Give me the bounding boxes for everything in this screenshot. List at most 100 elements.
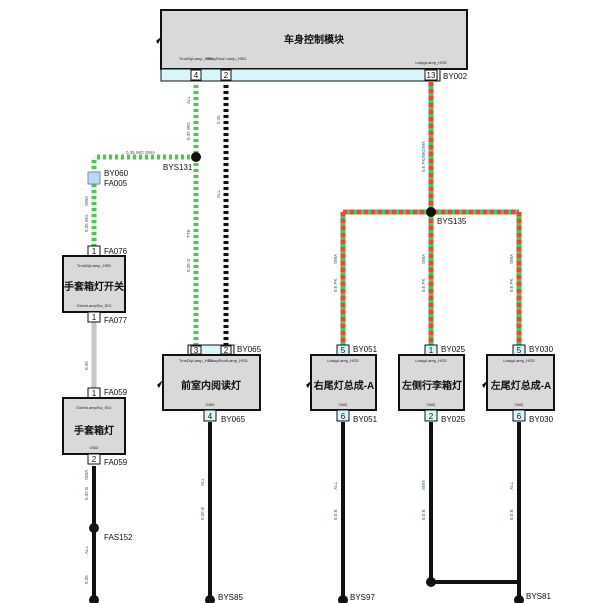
- wire-label-horizontal: 0.35 WG SWA: [126, 150, 155, 155]
- left-tail-top-pin-label: 5: [517, 346, 522, 355]
- module-pin-4-label: 4: [194, 71, 199, 80]
- wire-label-glovebox-lower-sys: ALL: [84, 545, 89, 554]
- trunk-title: 左侧行李箱灯: [401, 379, 462, 392]
- node-bys131: BYS131: [163, 163, 193, 172]
- wire-label-right-tail-in-sys: SWA: [333, 254, 338, 264]
- splice-ground-join: [426, 577, 436, 587]
- glovebox-lamp-bottom-pin: [87, 453, 101, 465]
- glovebox-lamp-top-pin-label: 1: [92, 389, 97, 398]
- module-pin-13: [424, 69, 438, 81]
- glovebox-switch: 1 FA076 TrnsDlyLamp_HSD 手套箱灯开关 GlvbxLamp…: [62, 245, 128, 325]
- module-pin-label-2: CrssyRoof Lamp_HSD: [206, 56, 247, 61]
- wire-label-switch-to-lamp: 0.35: [84, 361, 89, 370]
- module-pin-2-label: 2: [224, 71, 229, 80]
- reading-lamp-bottom-connector: [203, 409, 217, 422]
- wire-label-right-tail-out-sys: ALL: [333, 481, 338, 490]
- glovebox-switch-title: 手套箱灯开关: [64, 280, 124, 293]
- module-pin-2: [220, 69, 232, 81]
- module-connector-label: BY002: [443, 72, 468, 81]
- module-title: 车身控制模块: [284, 33, 345, 46]
- module-pin-4: [190, 69, 202, 81]
- left-tail-break-mark: [482, 380, 488, 388]
- splices: BYS131 BYS135 BY060 FA005 FAS152 BYS85 B…: [87, 152, 551, 603]
- front-reading-lamp: 3 2 BY065 TrnsDlyLamp_HSD CrssyRoofLamp_…: [157, 344, 262, 424]
- reading-lamp-top-conn: BY065: [237, 345, 262, 354]
- glovebox-switch-bottom-pin: [87, 311, 101, 323]
- left-tail-bottom-connector: [512, 409, 526, 422]
- splice-bys131: [191, 152, 201, 162]
- module-pin-label-3: LdspyLamp_HSD: [415, 60, 446, 65]
- right-tail-title: 右尾灯总成-A: [313, 379, 375, 392]
- ground-bys81: [514, 595, 524, 603]
- right-tail-bottom-pin-label: 6: [341, 412, 346, 421]
- glovebox-switch-top-pin-label: 1: [92, 247, 97, 256]
- module-pin-label-1: TrnsDlyLamp_HSD: [179, 56, 213, 61]
- node-fa005: FA005: [104, 179, 128, 188]
- wire-label-pin2-sys: ALL: [216, 189, 221, 198]
- glovebox-switch-top-pin-name: TrnsDlyLamp_HSD: [77, 263, 111, 268]
- right-tail-bottom-conn: BY051: [353, 415, 378, 424]
- splice-bys135: [426, 207, 436, 217]
- node-by060: BY060: [104, 169, 129, 178]
- node-bys135: BYS135: [437, 217, 467, 226]
- wire-label-right-tail-out: 0.5 B: [333, 509, 338, 520]
- reading-lamp-bottom-pin-label: 4: [208, 412, 213, 421]
- right-tail-top-conn: BY051: [353, 345, 378, 354]
- right-tail-box: [310, 354, 377, 411]
- glovebox-lamp-bottom-pin-label: 2: [92, 455, 97, 464]
- glovebox-lamp-title: 手套箱灯: [74, 424, 114, 437]
- left-tail-bottom-pin-label: 6: [517, 412, 522, 421]
- wire-label-left-upper: 0.35 WG: [84, 214, 89, 232]
- ground-glovebox: [89, 595, 99, 603]
- right-tail-top-pin-name: LdspyLamp_HSD: [327, 358, 358, 363]
- reading-lamp-title: 前室内阅读灯: [181, 379, 241, 392]
- wire-label-glovebox-out-sys: SWA: [84, 470, 89, 480]
- wire-label-left-tail-in-sys: SWA: [509, 254, 514, 264]
- node-bys85: BYS85: [218, 593, 243, 602]
- wire-label-reading-in: 0.35 G: [186, 258, 191, 272]
- wire-label-trunk-in: 0.5 PK: [421, 278, 426, 292]
- wire-label-glovebox-lower: 0.35: [84, 575, 89, 584]
- wire-label-pin4-sys: ALL: [186, 95, 191, 104]
- node-bys81: BYS81: [526, 592, 551, 601]
- node-bys97: BYS97: [350, 593, 375, 602]
- wire-label-reading-out-sys: ALL: [200, 477, 205, 486]
- node-fas152: FAS152: [104, 533, 133, 542]
- glovebox-lamp-box: [62, 397, 126, 455]
- wires: [91, 82, 522, 603]
- trunk-top-pin-name: LdspyLamp_HSD: [415, 358, 446, 363]
- ground-bys97: [338, 595, 348, 603]
- left-tail-title: 左尾灯总成-A: [490, 379, 552, 392]
- reading-lamp-bottom-pin-name: GND: [206, 402, 215, 407]
- glovebox-lamp: 1 FA059 GlvbxLampSw_SIG 手套箱灯 GND 2 FA059: [62, 387, 128, 467]
- reading-lamp-pin-3-label: 3: [194, 346, 199, 355]
- wire-label-glovebox-out: 0.35 B: [84, 487, 89, 500]
- glovebox-switch-bottom-pin-label: 1: [92, 313, 97, 322]
- wire-label-pin2: 0.35: [216, 115, 221, 124]
- glovebox-switch-bottom-conn: FA077: [104, 316, 128, 325]
- wire-label-trunk-out: 0.5 B: [421, 509, 426, 520]
- reading-lamp-top-pin-name-1: TrnsDlyLamp_HSD: [179, 358, 213, 363]
- reading-lamp-box: [162, 354, 261, 411]
- right-tail-top-pin-label: 5: [341, 346, 346, 355]
- reading-lamp-bottom-conn: BY065: [221, 415, 246, 424]
- wire-label-right-tail-in: 0.5 PK: [333, 278, 338, 292]
- reading-lamp-pin-2-label: 2: [224, 346, 229, 355]
- reading-lamp-top-pin-name-2: CrssyRoofLamp_HSD: [208, 358, 247, 363]
- inline-connector-by060: [87, 171, 101, 185]
- wire-label-reading-out: 0.35 B: [200, 507, 205, 520]
- left-tail-lamp: 5 BY030 LdspyLamp_HSD 左尾灯总成-A GND 6 BY03…: [482, 344, 555, 424]
- wire-label-left-tail-out: 0.5 B: [509, 509, 514, 520]
- wire-label-trunk-in-sys: SWA: [421, 254, 426, 264]
- reading-lamp-break-mark: [157, 380, 163, 388]
- wire-label-left-upper-sys: SWA: [84, 196, 89, 206]
- trunk-top-pin-label: 1: [429, 346, 434, 355]
- module-pin-13-label: 13: [427, 71, 436, 80]
- glovebox-switch-top-conn: FA076: [104, 247, 128, 256]
- glovebox-lamp-top-conn: FA059: [104, 388, 128, 397]
- left-tail-top-pin-name: LdspyLamp_HSD: [503, 358, 534, 363]
- module-break-mark: [156, 36, 162, 44]
- wire-label-reading-in-sys: TTE: [186, 230, 191, 239]
- trunk-box: [398, 354, 465, 411]
